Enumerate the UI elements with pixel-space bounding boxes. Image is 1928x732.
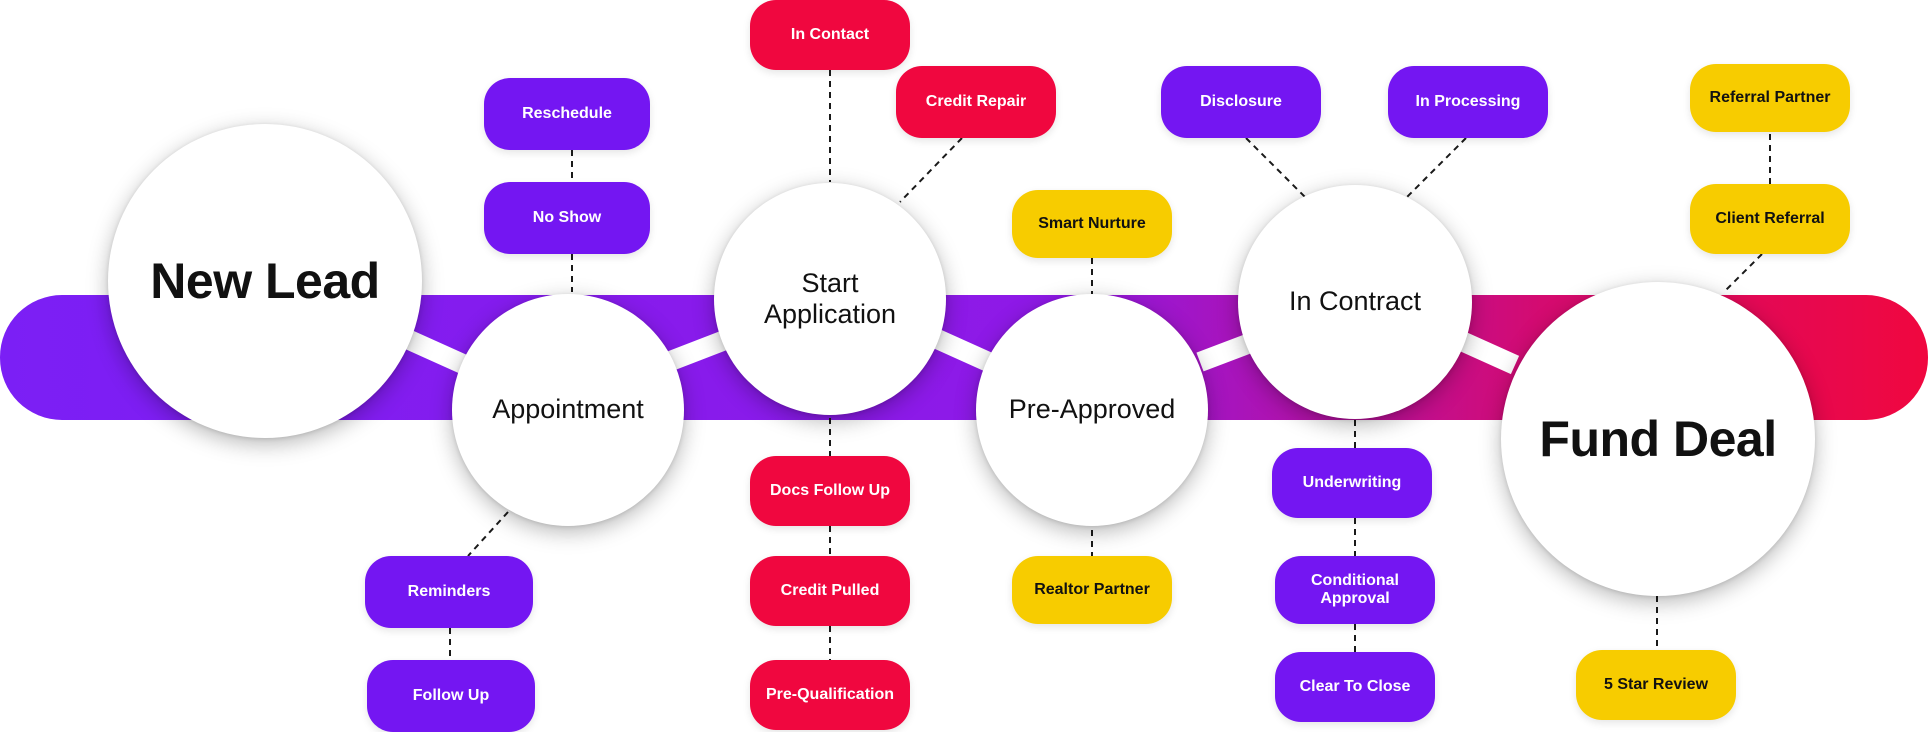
tag-clear-to-close-label: Clear To Close — [1299, 677, 1411, 695]
stage-appointment-label: Appointment — [492, 394, 644, 425]
link-new-lead-appointment — [400, 328, 470, 375]
tag-realtor-partner: Realtor Partner — [1012, 556, 1172, 624]
tag-follow-up-label: Follow Up — [412, 686, 490, 704]
stage-in-contract-label: In Contract — [1288, 286, 1422, 317]
tag-reschedule-label: Reschedule — [522, 104, 612, 122]
tag-underwriting-label: Underwriting — [1302, 473, 1402, 491]
tag-connectors — [449, 70, 1771, 660]
tag-docs-follow-up: Docs Follow Up — [750, 456, 910, 526]
stage-start-application: Start Application — [714, 183, 946, 415]
link-appointment-start-application — [664, 330, 729, 372]
tag-client-referral: Client Referral — [1690, 184, 1850, 254]
tag-clear-to-close: Clear To Close — [1275, 652, 1435, 722]
connector-client-referral-fund-deal — [1723, 253, 1763, 293]
tag-credit-repair-label: Credit Repair — [925, 92, 1027, 110]
connector-appointment-reminders — [467, 511, 509, 557]
tag-realtor-partner-label: Realtor Partner — [1034, 580, 1150, 598]
tag-five-star-review-label: 5 Star Review — [1603, 675, 1709, 693]
tag-in-processing-label: In Processing — [1415, 92, 1521, 110]
tag-no-show-label: No Show — [532, 208, 602, 226]
tag-in-processing: In Processing — [1388, 66, 1548, 138]
tag-smart-nurture-label: Smart Nurture — [1038, 214, 1146, 232]
tag-docs-follow-up-label: Docs Follow Up — [770, 481, 890, 499]
tag-conditional-approval-label: Conditional Approval — [1311, 571, 1399, 607]
tag-follow-up: Follow Up — [367, 660, 535, 732]
tag-pre-qualification: Pre-Qualification — [750, 660, 910, 730]
tag-credit-pulled-label: Credit Pulled — [780, 581, 880, 599]
link-in-contract-fund-deal — [1450, 328, 1520, 375]
link-start-application-pre-approved — [930, 328, 1000, 375]
tag-reschedule: Reschedule — [484, 78, 650, 150]
tag-disclosure: Disclosure — [1161, 66, 1321, 138]
tag-in-contact: In Contact — [750, 0, 910, 70]
tag-referral-partner: Referral Partner — [1690, 64, 1850, 132]
tag-reminders: Reminders — [365, 556, 533, 628]
stage-pre-approved: Pre-Approved — [976, 294, 1208, 526]
connector-in-processing-in-contract — [1405, 137, 1467, 199]
stage-pre-approved-label: Pre-Approved — [1008, 394, 1176, 425]
stage-start-application-label: Start Application — [763, 267, 897, 329]
tag-five-star-review: 5 Star Review — [1576, 650, 1736, 720]
tag-client-referral-label: Client Referral — [1715, 209, 1825, 227]
tag-smart-nurture: Smart Nurture — [1012, 190, 1172, 258]
tag-no-show: No Show — [484, 182, 650, 254]
connector-credit-repair-start-application — [899, 137, 963, 203]
tag-conditional-approval: Conditional Approval — [1275, 556, 1435, 624]
tag-credit-pulled: Credit Pulled — [750, 556, 910, 626]
stage-in-contract: In Contract — [1238, 185, 1472, 419]
tag-referral-partner-label: Referral Partner — [1709, 88, 1831, 106]
tag-reminders-label: Reminders — [407, 582, 491, 600]
stage-new-lead-label: New Lead — [150, 253, 380, 309]
tag-credit-repair: Credit Repair — [896, 66, 1056, 138]
connector-disclosure-in-contract — [1245, 137, 1307, 199]
tag-pre-qualification-label: Pre-Qualification — [765, 685, 895, 703]
tag-underwriting: Underwriting — [1272, 448, 1432, 518]
stage-appointment: Appointment — [452, 294, 684, 526]
tag-disclosure-label: Disclosure — [1200, 92, 1282, 110]
tag-in-contact-label: In Contact — [790, 25, 870, 43]
stage-new-lead: New Lead — [108, 124, 422, 438]
stage-fund-deal: Fund Deal — [1501, 282, 1815, 596]
stage-fund-deal-label: Fund Deal — [1539, 411, 1777, 467]
